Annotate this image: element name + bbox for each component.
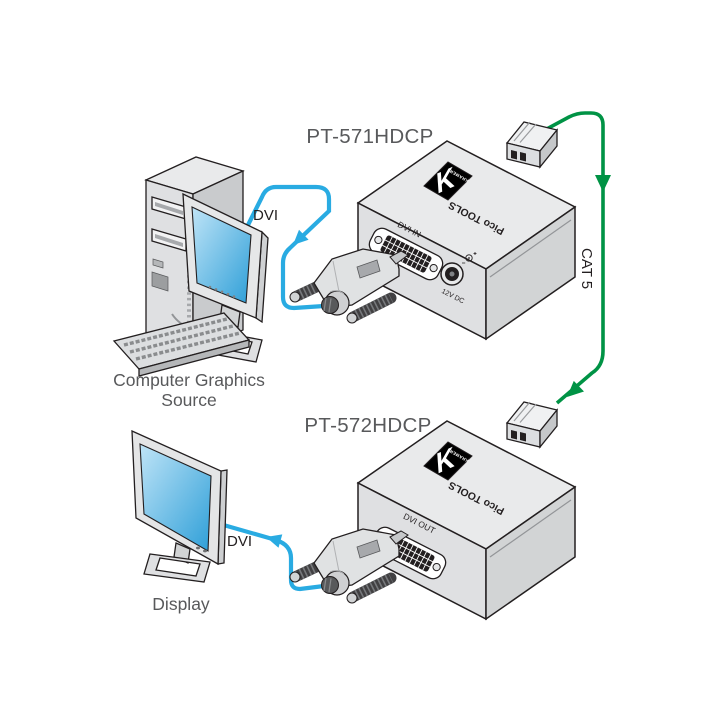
cat5-arrow-to-receiver [567, 380, 584, 397]
rj45-connector-bottom [506, 401, 558, 448]
keyboard [112, 312, 251, 377]
tower-button [152, 258, 164, 269]
dvi-cable-top [243, 184, 332, 311]
dvi-label-top: DVI [253, 207, 278, 224]
dvi-label-bottom: DVI [227, 533, 252, 550]
display-caption: Display [152, 594, 210, 614]
cat5-arrow-down [595, 175, 611, 192]
dvi-top-arrow [293, 229, 309, 245]
rj45-connector-top [506, 121, 558, 168]
dvi-bottom-arrow [266, 534, 283, 548]
crt-monitor [182, 192, 269, 363]
lcd-screen [139, 443, 212, 552]
pt572-extender [357, 420, 576, 620]
crt-screen [191, 206, 252, 304]
power-jack [440, 262, 464, 286]
polarity-icon [462, 252, 477, 264]
dvi-cable-bottom [219, 521, 325, 592]
cat5-label: CAT 5 [578, 248, 595, 289]
lcd-buttons [196, 546, 207, 553]
cat5-cable [542, 111, 605, 405]
lcd-stand-base [143, 553, 211, 583]
tower-grill [151, 271, 169, 292]
source-caption-line1: Computer Graphics [113, 370, 265, 390]
pt571-extender [357, 140, 576, 340]
source-caption-line2: Source [161, 390, 216, 410]
lcd-display [131, 429, 228, 583]
crt-controls [208, 285, 236, 298]
pt571-title: PT-571HDCP [306, 125, 433, 148]
pt572-title: PT-572HDCP [304, 414, 431, 437]
